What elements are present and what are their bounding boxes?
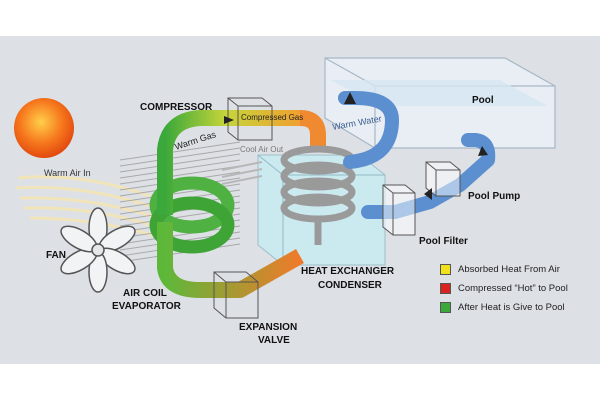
warm-gas-pipe [157,110,300,215]
legend-label: After Heat is Give to Pool [458,302,565,313]
legend-item: Compressed “Hot” to Pool [440,279,590,298]
heat-exchanger-label: HEAT EXCHANGER [301,266,395,277]
sun-icon [14,98,74,158]
warm-gas-arrow [224,116,234,124]
condenser-label: CONDENSER [318,280,383,291]
warm-water-arrow [344,92,356,104]
evaporator-coil [149,176,235,254]
compressed-gas-label: Compressed Gas [241,113,303,122]
fan-icon [60,207,136,293]
legend-label: Compressed “Hot” to Pool [458,283,568,294]
legend-swatch [440,264,451,275]
valve-label: VALVE [258,335,290,346]
pool-filter-box [382,184,416,236]
legend-item: Absorbed Heat From Air [440,260,590,279]
legend-swatch [440,302,451,313]
pool-pump-label: Pool Pump [468,191,520,202]
cool-air-out-label: Cool Air Out [240,145,284,154]
return-pipe [157,222,304,298]
compressor-box [227,97,273,141]
pool-return-arrow [478,146,488,156]
expansion-valve-box [213,271,259,319]
pool-filter-label: Pool Filter [419,236,468,247]
pool-label: Pool [472,95,494,106]
compressed-gas-pipe [299,110,326,150]
expansion-label: EXPANSION [239,322,297,333]
legend: Absorbed Heat From Air Compressed “Hot” … [440,260,590,317]
flow-arrows [224,92,488,200]
legend-item: After Heat is Give to Pool [440,298,590,317]
air-coil-label: AIR COIL [123,288,167,299]
pump-arrow [424,188,432,200]
evaporator-label: EVAPORATOR [112,301,182,312]
fan-label: FAN [46,250,66,261]
cool-air-out-arrows [221,161,263,185]
pool-pump-box [425,161,461,197]
legend-label: Absorbed Heat From Air [458,264,560,275]
warm-air-in-label: Warm Air In [44,168,91,178]
compressor-label: COMPRESSOR [140,102,213,113]
legend-swatch [440,283,451,294]
